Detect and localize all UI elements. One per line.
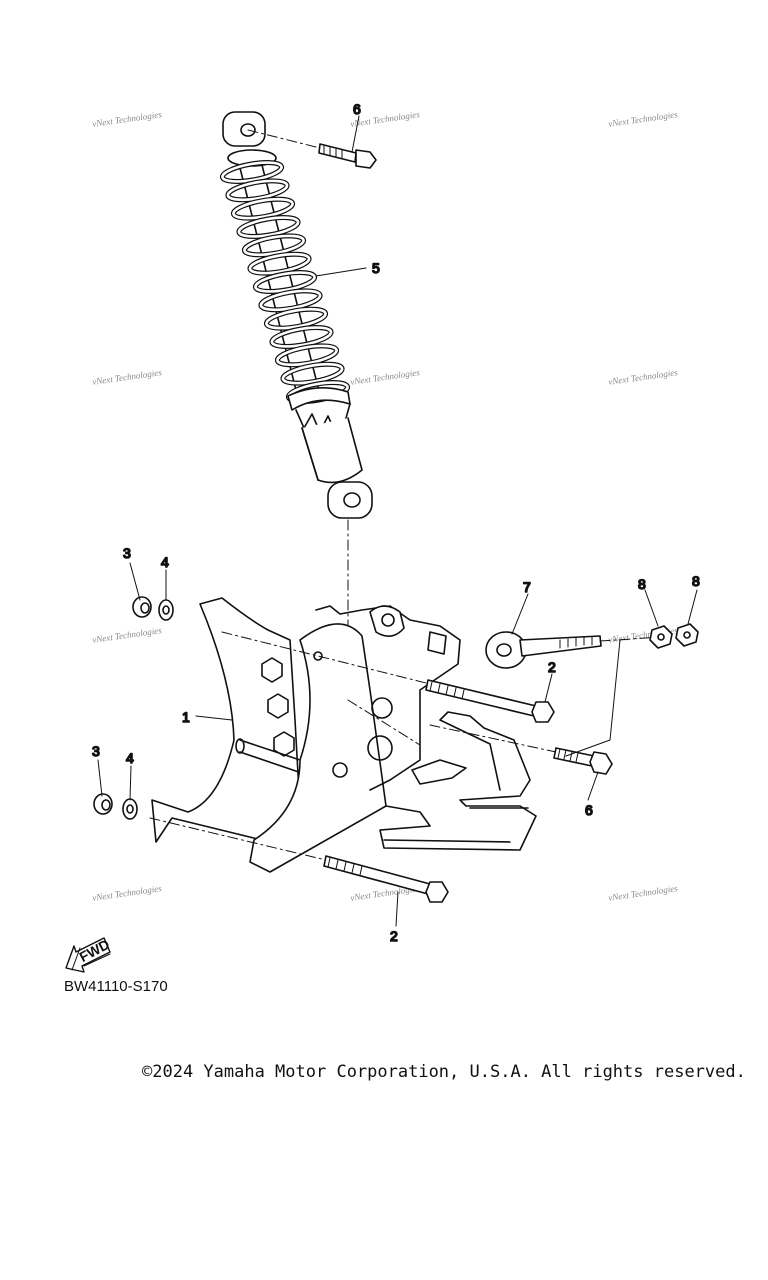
bolt-2-lower — [149, 817, 449, 903]
spring-coil-highlight — [221, 161, 283, 183]
spring-coil-highlight — [237, 216, 300, 238]
spring-coil-highlight — [243, 234, 305, 257]
callout-7: 7 — [523, 579, 531, 595]
washer-4-upper — [158, 599, 174, 621]
callout-6: 6 — [353, 101, 361, 117]
callout-8: 8 — [692, 573, 700, 589]
callout-4: 4 — [161, 554, 169, 570]
nut-8a — [649, 625, 673, 649]
shock-top-eye-hole — [240, 123, 256, 137]
spring-coil-highlight — [226, 179, 289, 202]
callout-1: 1 — [182, 709, 190, 725]
nut-3-lower — [93, 793, 113, 815]
spring-coils — [219, 160, 351, 404]
spring-coil-highlight — [232, 197, 294, 220]
copyright-notice: ©2024 Yamaha Motor Corporation, U.S.A. A… — [142, 1062, 746, 1082]
fwd-label: FWD — [76, 936, 112, 965]
spring-coil-highlight — [281, 362, 344, 385]
spring-coil-highlight — [248, 252, 311, 275]
fwd-direction-arrow: FWD — [65, 936, 112, 973]
diagram-code: BW41110-S170 — [64, 978, 168, 995]
nut-8b — [675, 623, 699, 647]
callout-8: 8 — [638, 576, 646, 592]
callout-5: 5 — [372, 260, 380, 276]
bolt-6-top — [247, 129, 377, 169]
spring-coil-highlight — [265, 307, 327, 330]
callout-2: 2 — [548, 659, 556, 675]
spring-coil-highlight — [270, 326, 333, 348]
callout-2: 2 — [390, 928, 398, 944]
shock-absorber — [219, 111, 373, 701]
bolt-6-lower — [429, 724, 613, 775]
shock-top-eye — [222, 111, 266, 147]
callout-numbers: 1 2 2 3 3 4 4 5 6 6 7 8 8 — [91, 100, 701, 945]
bracket-assembly — [151, 597, 537, 873]
bolt-7 — [485, 631, 663, 669]
spring-coil-highlight — [276, 344, 338, 367]
shock-bottom-eye — [327, 481, 373, 519]
callout-3: 3 — [123, 545, 131, 561]
leader-lines — [97, 115, 698, 927]
callout-4: 4 — [126, 750, 134, 766]
spring-coil-highlight — [254, 271, 316, 293]
spring-coil-highlight — [259, 289, 322, 312]
nut-3-upper — [132, 596, 152, 618]
callout-3: 3 — [92, 743, 100, 759]
bolt-2-upper — [221, 631, 555, 723]
washer-4-lower — [122, 798, 138, 820]
callout-6: 6 — [585, 802, 593, 818]
